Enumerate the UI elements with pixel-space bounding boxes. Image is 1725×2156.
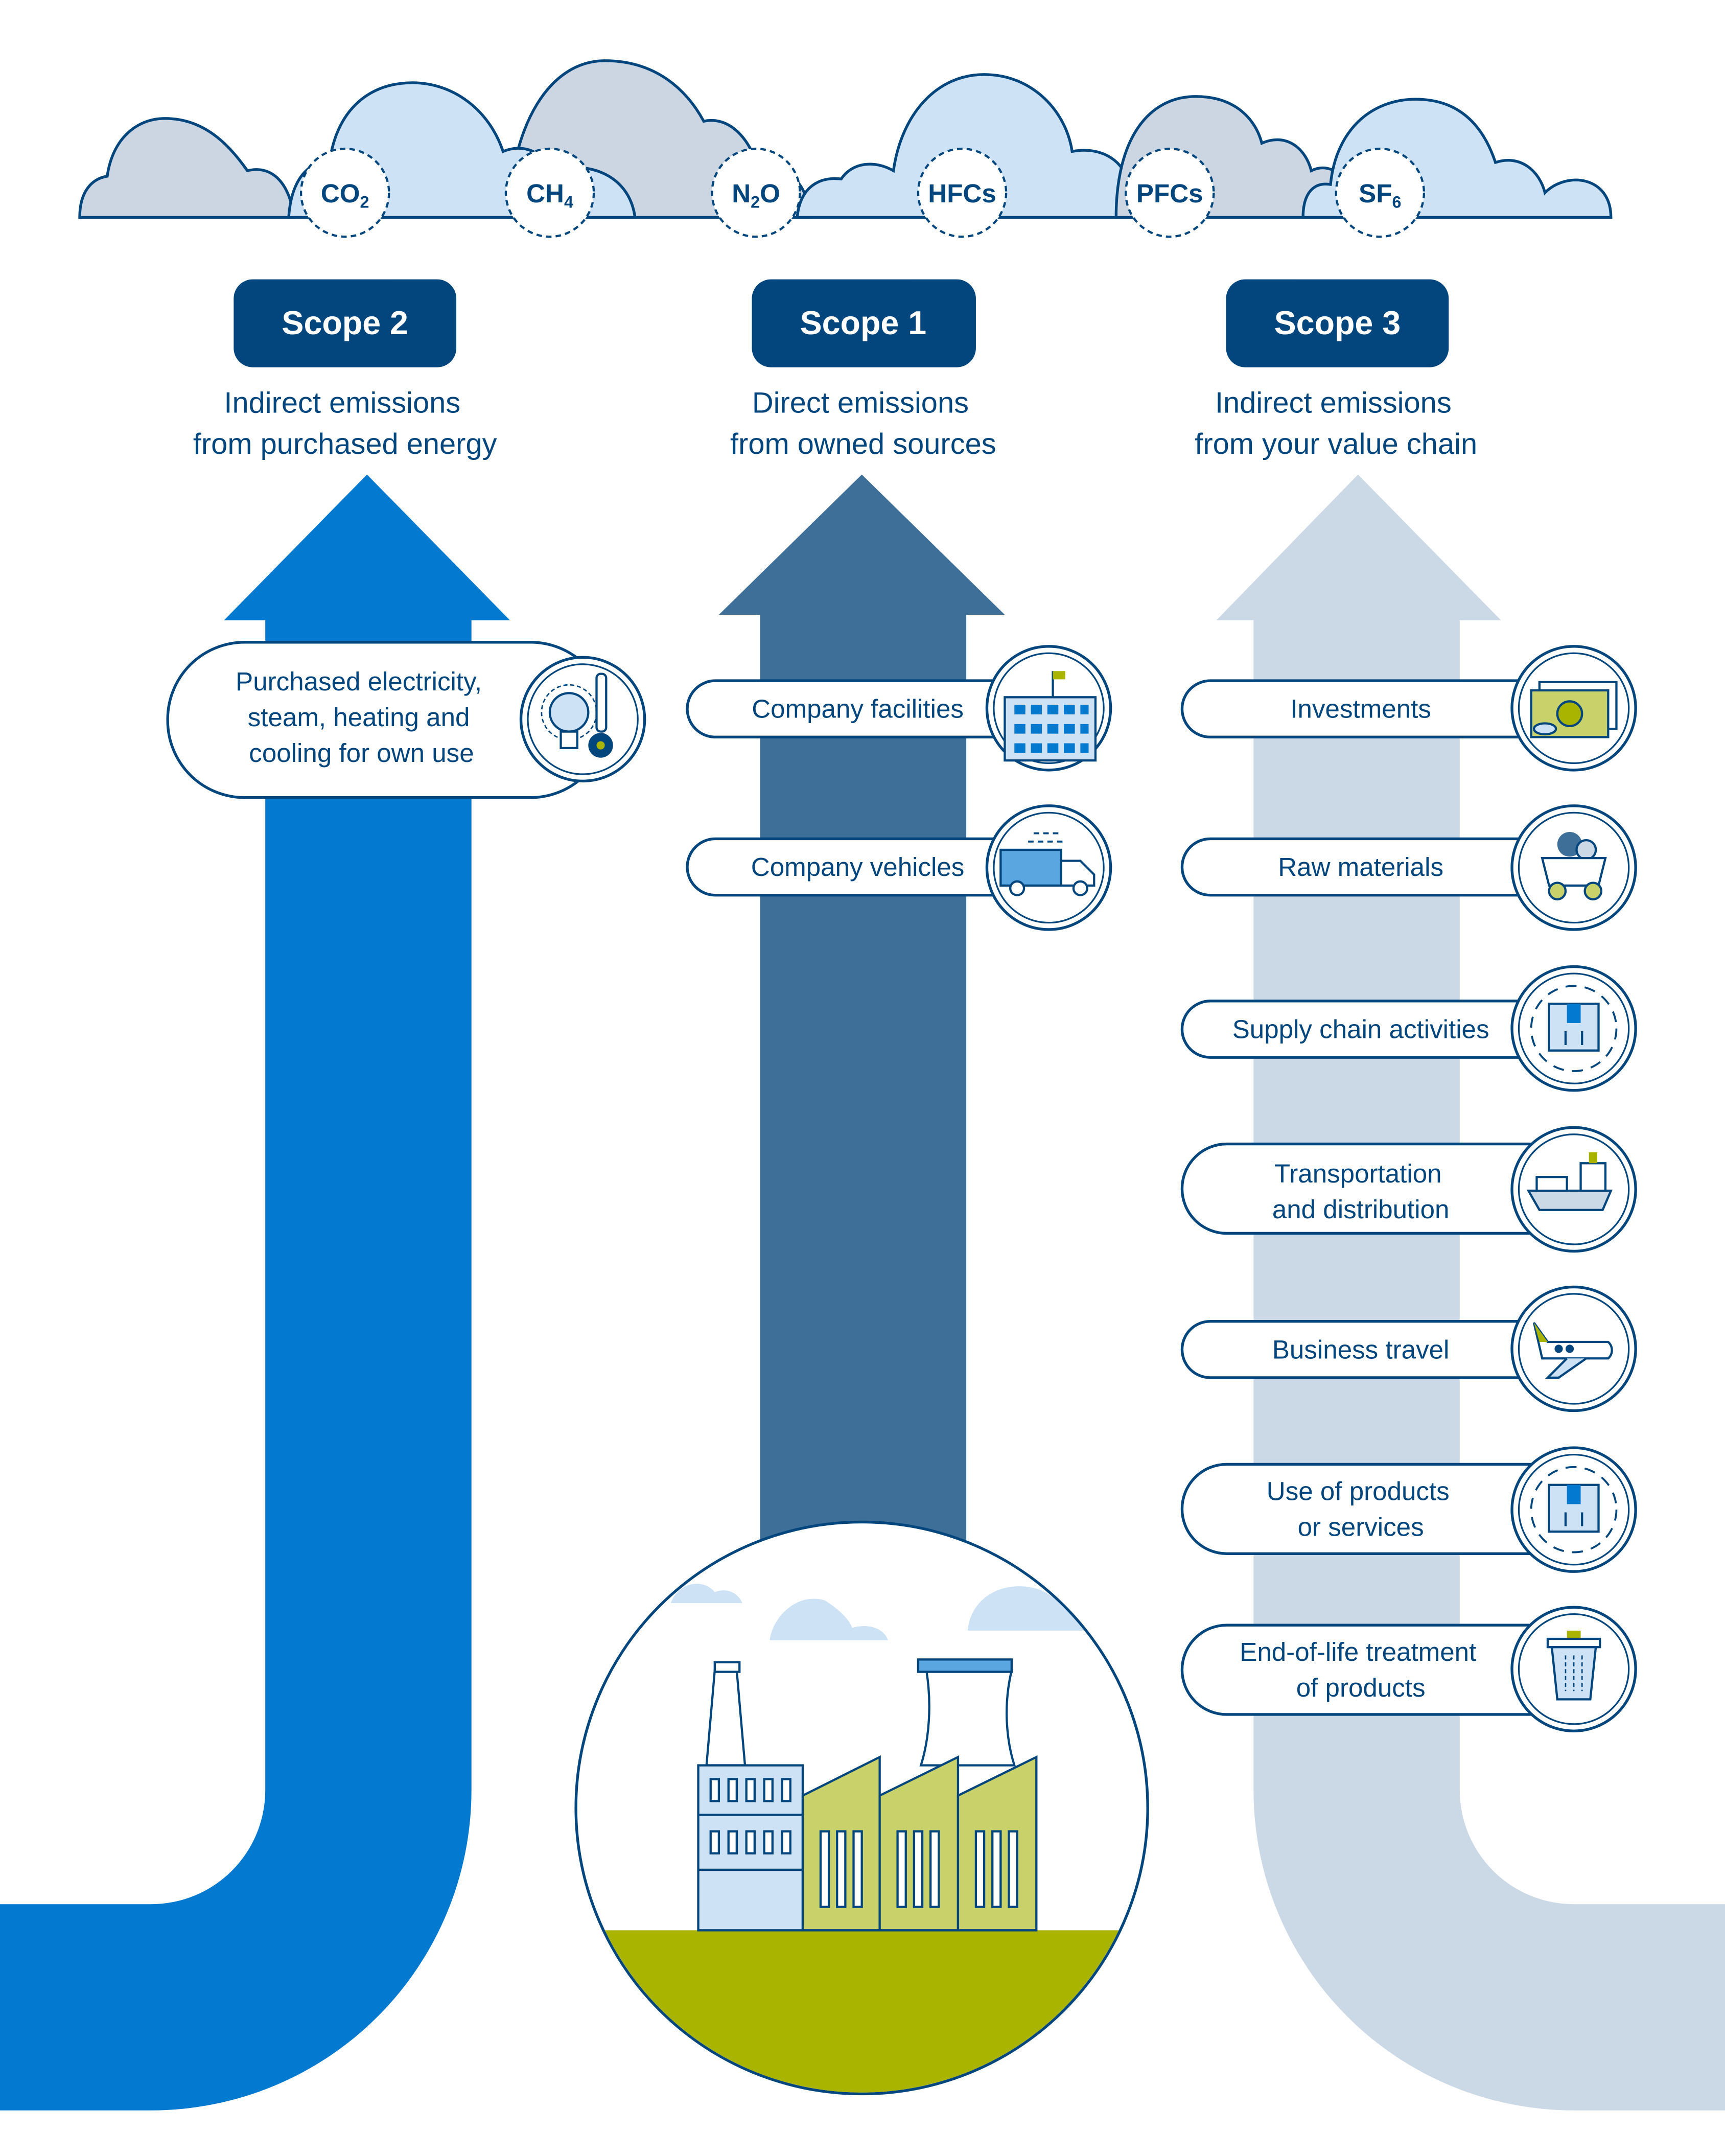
scope-description: Indirect emissions xyxy=(1215,387,1452,420)
money-coins-icon xyxy=(1510,645,1637,772)
svg-text:N2O: N2O xyxy=(732,179,780,212)
scope-1-header: Scope 1 Direct emissions from owned sour… xyxy=(730,279,996,460)
scope-title: Scope 2 xyxy=(282,305,408,341)
scope-3-item-use-of-products: Use of products or services xyxy=(1180,1446,1637,1573)
gas-hfcs: HFCs xyxy=(917,147,1008,238)
item-label: or services xyxy=(1298,1512,1424,1541)
item-label: Raw materials xyxy=(1278,852,1443,882)
mining-cart-icon xyxy=(1510,804,1637,931)
svg-text:SF6: SF6 xyxy=(1359,179,1401,212)
scope-description: from your value chain xyxy=(1195,428,1477,460)
scope-3-item-raw-materials: Raw materials xyxy=(1180,804,1637,931)
scope-description: from purchased energy xyxy=(193,428,497,460)
item-label: Transportation xyxy=(1274,1159,1442,1188)
scope-2-header: Scope 2 Indirect emissions from purchase… xyxy=(193,279,497,460)
gas-label: PFCs xyxy=(1136,179,1203,208)
item-label: Investments xyxy=(1290,694,1431,724)
item-label: of products xyxy=(1296,1673,1426,1702)
box-cycle-icon xyxy=(1510,965,1637,1092)
item-label: Business travel xyxy=(1272,1335,1450,1364)
gas-label: N xyxy=(732,179,751,208)
gas-label: CO xyxy=(321,179,360,208)
airplane-icon xyxy=(1510,1285,1637,1412)
scope-1-item-company-vehicles: Company vehicles xyxy=(686,804,1112,931)
gas-ch4: CH4 xyxy=(504,147,595,238)
truck-icon xyxy=(985,804,1112,931)
scope-3-item-transportation: Transportation and distribution xyxy=(1180,1126,1637,1253)
scope-description: Indirect emissions xyxy=(224,387,460,420)
box-cycle-icon xyxy=(1510,1446,1637,1573)
scope-1-item-company-facilities: Company facilities xyxy=(686,645,1112,772)
svg-text:CH4: CH4 xyxy=(526,179,573,212)
scope-description: Direct emissions xyxy=(752,387,969,420)
gas-pfcs: PFCs xyxy=(1124,147,1215,238)
scope-3-header: Scope 3 Indirect emissions from your val… xyxy=(1195,279,1477,460)
gas-label: SF xyxy=(1359,179,1392,208)
scope-title: Scope 3 xyxy=(1274,305,1401,341)
scope-3-item-supply-chain: Supply chain activities xyxy=(1180,965,1637,1092)
scope-3-item-business-travel: Business travel xyxy=(1180,1285,1637,1412)
office-building-icon xyxy=(985,645,1112,772)
gas-label: HFCs xyxy=(928,179,996,208)
gas-n2o: N2O xyxy=(711,147,801,238)
gas-subscript: 2 xyxy=(360,193,369,212)
gas-sf6: SF6 xyxy=(1335,147,1426,238)
scope-1-arrow xyxy=(718,474,1005,1650)
svg-text:CO2: CO2 xyxy=(321,179,369,212)
item-label: Supply chain activities xyxy=(1232,1014,1489,1044)
item-label: Company vehicles xyxy=(751,852,965,882)
cargo-ship-icon xyxy=(1510,1126,1637,1253)
gas-label-tail: O xyxy=(760,179,780,208)
factory-illustration xyxy=(574,1520,1149,2096)
item-label: cooling for own use xyxy=(249,738,474,768)
gas-subscript: 6 xyxy=(1392,193,1401,212)
item-label: Use of products xyxy=(1267,1476,1450,1505)
item-label: Purchased electricity, xyxy=(236,667,482,696)
scope-2-arrow xyxy=(0,474,510,2111)
scope-3-item-investments: Investments xyxy=(1180,645,1637,772)
gas-subscript: 4 xyxy=(564,193,573,212)
scope-3-item-end-of-life: End-of-life treatment of products xyxy=(1180,1606,1637,1732)
item-label: End-of-life treatment xyxy=(1240,1637,1476,1666)
lightbulb-thermometer-icon xyxy=(519,656,646,783)
item-label: and distribution xyxy=(1272,1195,1450,1224)
scope-title: Scope 1 xyxy=(800,305,927,341)
item-label: Company facilities xyxy=(752,694,964,724)
item-label: steam, heating and xyxy=(248,703,470,732)
scope-description: from owned sources xyxy=(730,428,996,460)
gas-co2: CO2 xyxy=(299,147,390,238)
scope-2-item-purchased-energy: Purchased electricity, steam, heating an… xyxy=(166,641,646,799)
trash-bin-icon xyxy=(1510,1606,1637,1732)
gas-label: CH xyxy=(526,179,564,208)
gas-subscript: 2 xyxy=(751,193,760,212)
gas-list: CO2 CH4 N2O HFCs PFCs SF6 xyxy=(299,147,1426,238)
